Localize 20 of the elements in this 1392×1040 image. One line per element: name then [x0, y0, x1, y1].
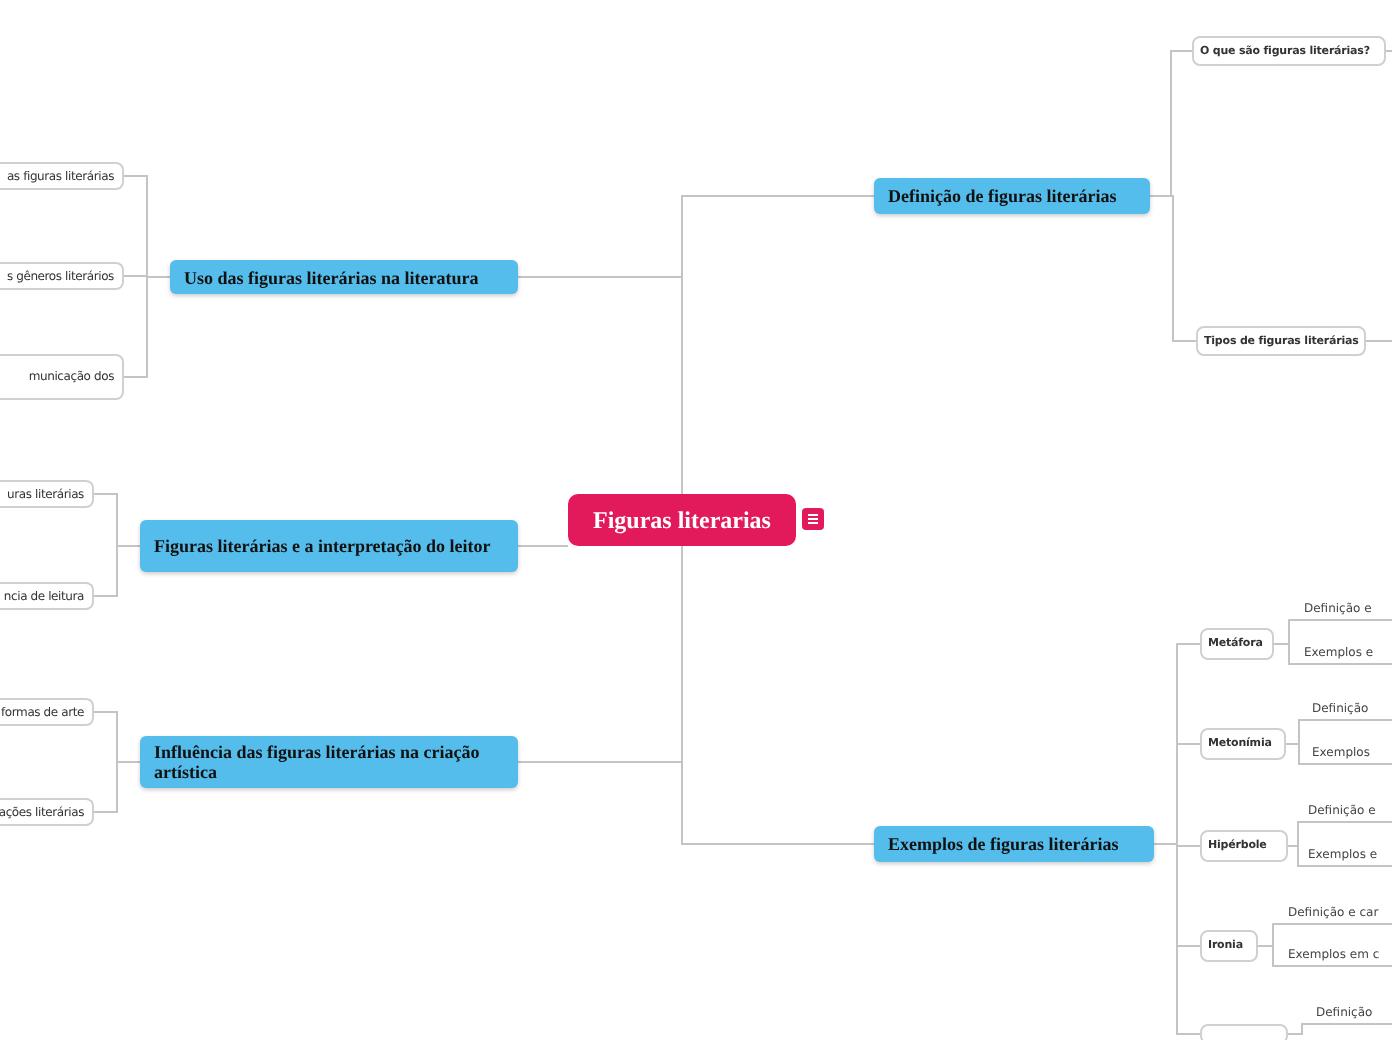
- connector-line: [517, 545, 569, 547]
- connector-line: [681, 195, 875, 495]
- connector-line: [681, 545, 875, 845]
- topic-box: Uso das figuras literárias na literatura: [170, 260, 518, 294]
- connector-line: [1287, 1023, 1392, 1035]
- topic-box: Influência das figuras literárias na criação artística: [140, 736, 518, 788]
- connector-line: [1273, 643, 1392, 665]
- topic-box: Exemplos de figuras literárias: [874, 826, 1154, 862]
- topic-box: Figuras literárias e a interpretação do leitor: [140, 520, 518, 572]
- connector-line: [1385, 50, 1392, 52]
- connector-line: [1365, 340, 1392, 342]
- subtopic-box: [1200, 1024, 1288, 1040]
- topic-box: Definição de figuras literárias: [874, 178, 1150, 214]
- central-topic: Figuras literarias: [568, 494, 796, 546]
- connector-line: [93, 545, 141, 597]
- connector-line: [1149, 195, 1197, 342]
- connector-line: [1285, 743, 1392, 765]
- connector-line: [1287, 845, 1392, 867]
- connector-line: [93, 761, 141, 813]
- connector-line: [1257, 945, 1392, 967]
